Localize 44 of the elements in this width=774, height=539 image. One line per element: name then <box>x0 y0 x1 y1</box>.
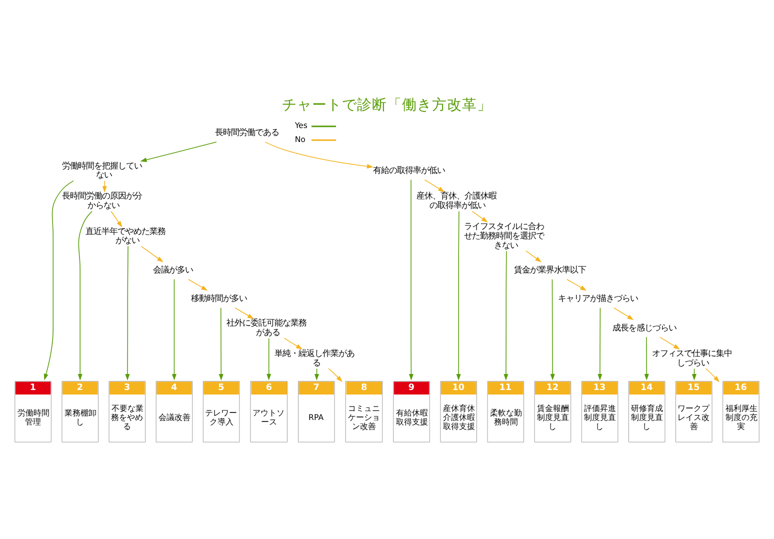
arrow <box>172 278 176 380</box>
node-text: オフィスで仕事に集中しづらい <box>652 348 732 367</box>
arrow <box>234 306 254 319</box>
node-text: 社外に委託可能な業務がある <box>226 317 306 337</box>
arrow <box>266 337 272 380</box>
node-text: 成長を感じづらい <box>612 322 676 332</box>
arrow <box>566 278 587 290</box>
arrow <box>44 180 74 380</box>
arrow <box>504 250 508 380</box>
arrow <box>140 141 217 162</box>
arrow <box>102 180 107 192</box>
arrow <box>328 368 342 382</box>
diagram-title: チャートで診断「働き方改革」 <box>282 96 492 114</box>
arrow <box>408 178 414 380</box>
arrow <box>424 178 445 192</box>
node-text: 会議が多い <box>152 264 193 274</box>
arrow <box>110 210 122 227</box>
arrow <box>218 306 224 380</box>
arrow <box>660 336 680 349</box>
arrow <box>125 245 130 380</box>
node-text: 賃金が業界水準以下 <box>514 264 586 274</box>
node-text: 有給の取得率が低い <box>372 164 445 174</box>
node-text: 産休、育休、介護休暇の取得率が低い <box>416 190 497 210</box>
node-text: 単純・繰返し作業がある <box>274 348 354 367</box>
node-text: キャリアが描きづらい <box>558 292 638 302</box>
arrow <box>140 245 164 262</box>
arrow <box>550 278 555 380</box>
node-text: 長時間労働の原因が分からない <box>62 190 142 210</box>
node-text: 労働時間を把握していない <box>62 160 142 180</box>
arrow <box>472 210 488 222</box>
arrow <box>598 306 602 380</box>
arrow <box>526 250 542 262</box>
node-text: ライフスタイルに合わせた勤務時間を選択できない <box>464 220 544 250</box>
arrow <box>188 278 208 290</box>
arrow <box>613 306 634 320</box>
arrow <box>264 141 374 168</box>
node-text: 直近半年でやめた業務がない <box>86 225 166 245</box>
arrow <box>284 337 303 349</box>
arrow <box>705 368 720 382</box>
node-text: 長時間労働である <box>215 126 280 137</box>
arrow <box>644 336 649 380</box>
arrow <box>456 210 461 380</box>
arrow <box>78 210 92 380</box>
node-text: 移動時間が多い <box>191 292 248 302</box>
